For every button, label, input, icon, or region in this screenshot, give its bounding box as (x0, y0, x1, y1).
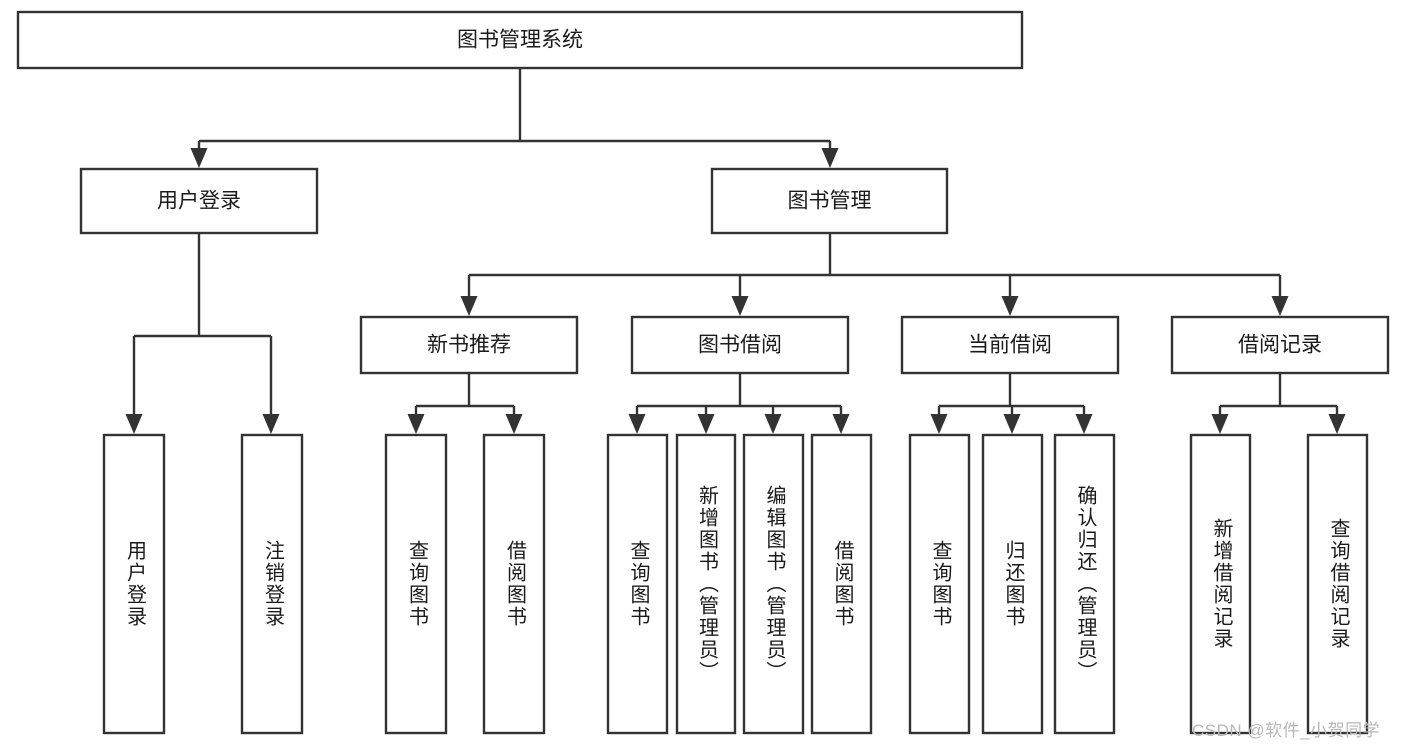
node-box-book-borrow[interactable] (630, 315, 850, 375)
arrow-head-icon (764, 414, 782, 434)
arrow-head-icon (460, 296, 478, 316)
arrow-head-icon (1271, 296, 1289, 316)
node-box-book-management[interactable] (710, 167, 949, 235)
arrow-head-icon (407, 414, 425, 434)
arrow-head-icon (1328, 414, 1346, 434)
node-label-user-login: 用户登录 (157, 190, 241, 213)
node-label-root: 图书管理系统 (457, 29, 583, 52)
arrow-head-layer (125, 148, 1346, 434)
arrow-head-icon (125, 414, 143, 434)
node-box-user-login[interactable] (79, 167, 319, 235)
node-box-leaf-edit-book-admin[interactable] (742, 433, 805, 735)
node-box-leaf-user-login[interactable] (102, 433, 166, 735)
arrow-head-icon (1001, 296, 1019, 316)
node-box-leaf-query-borrow-record[interactable] (1306, 433, 1369, 735)
node-box-leaf-confirm-return-admin[interactable] (1053, 433, 1116, 735)
node-box-leaf-logout[interactable] (240, 433, 304, 735)
node-label-borrow-record: 借阅记录 (1238, 334, 1322, 357)
connector-layer (132, 68, 1339, 429)
node-box-current-borrow[interactable] (900, 315, 1120, 375)
node-box-leaf-borrow-book-bor[interactable] (810, 433, 873, 735)
node-box-borrow-record[interactable] (1170, 315, 1390, 375)
arrow-head-icon (1075, 414, 1093, 434)
arrow-head-icon (1211, 414, 1229, 434)
arrow-head-icon (262, 414, 280, 434)
arrow-head-icon (505, 414, 523, 434)
arrow-head-icon (930, 414, 948, 434)
arrow-head-icon (731, 296, 749, 316)
node-label-book-borrow: 图书借阅 (698, 334, 782, 357)
arrow-head-icon (190, 148, 208, 168)
node-box-leaf-return-book[interactable] (981, 433, 1044, 735)
arrow-head-icon (1003, 414, 1021, 434)
node-label-new-book-recommend: 新书推荐 (427, 334, 511, 357)
node-box-leaf-add-borrow-record[interactable] (1189, 433, 1252, 735)
node-label-current-borrow: 当前借阅 (968, 334, 1052, 357)
node-box-leaf-query-book-cur[interactable] (908, 433, 971, 735)
node-box-leaf-query-book-rec[interactable] (384, 433, 448, 735)
arrow-head-icon (832, 414, 850, 434)
arrow-head-icon (821, 148, 839, 168)
node-box-leaf-query-book-bor[interactable] (606, 433, 669, 735)
node-label-book-management: 图书管理 (788, 190, 872, 213)
node-box-leaf-borrow-book-rec[interactable] (482, 433, 546, 735)
arrow-head-icon (697, 414, 715, 434)
arrow-head-icon (628, 414, 646, 434)
csdn-watermark: CSDN @软件_小贺同学 (1192, 721, 1381, 740)
node-box-layer (16, 10, 1390, 735)
node-box-root[interactable] (16, 10, 1024, 70)
node-box-new-book-recommend[interactable] (359, 315, 579, 375)
node-box-leaf-add-book-admin[interactable] (675, 433, 737, 735)
